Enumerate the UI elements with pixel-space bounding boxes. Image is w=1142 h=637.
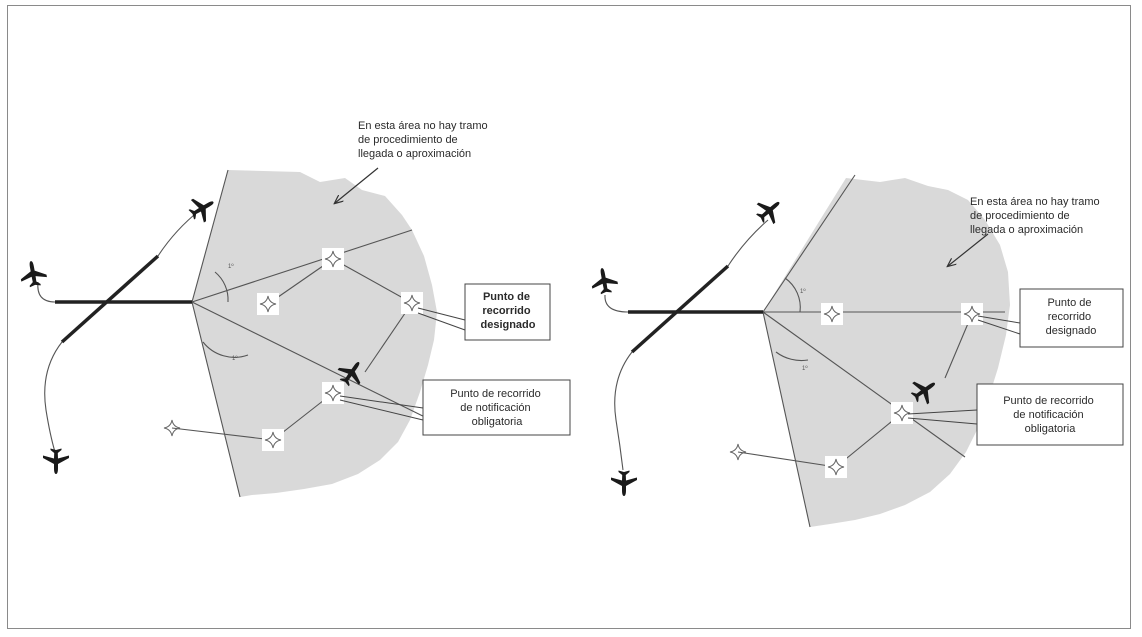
right-diagram: 1º 1º En esta área no hay tramo de proce… xyxy=(589,174,1124,528)
waypoint-icon xyxy=(322,382,344,404)
left-compulsory-label: Punto de recorrido de notificación oblig… xyxy=(450,388,544,428)
arrow-icon xyxy=(948,233,989,266)
waypoint-icon xyxy=(257,293,279,315)
arrow-icon xyxy=(335,167,379,203)
right-angle-mark-2: 1º xyxy=(802,365,808,372)
aircraft-icon xyxy=(43,448,69,474)
right-designated-callout xyxy=(1019,288,1124,348)
right-compulsory-label: Punto de recorrido de notificación oblig… xyxy=(1003,395,1097,435)
right-area-note: En esta área no hay tramo de procedimien… xyxy=(970,196,1103,236)
aircraft-icon xyxy=(751,192,788,229)
left-route-lines xyxy=(37,169,446,498)
aircraft-icon xyxy=(589,265,620,296)
waypoint-icon xyxy=(825,456,847,478)
right-compulsory-callout xyxy=(976,383,1124,446)
waypoint-icon xyxy=(961,303,983,325)
left-designated-label: Punto de recorrido designado xyxy=(480,291,535,331)
left-angle-mark-1: 1º xyxy=(228,263,234,270)
waypoint-icon xyxy=(821,303,843,325)
left-shaded-area xyxy=(192,170,437,497)
right-angle-mark-1: 1º xyxy=(800,288,806,295)
waypoint-icon xyxy=(322,248,344,270)
right-designated-label: Punto de recorrido designado xyxy=(1046,297,1097,337)
aircraft-icon xyxy=(611,470,637,496)
left-designated-callout xyxy=(464,283,551,341)
left-area-note: En esta área no hay tramo de procedimien… xyxy=(358,120,491,160)
waypoint-icon xyxy=(262,429,284,451)
left-diagram: 1º 1º En esta área no hay tramo de proce… xyxy=(18,120,571,498)
left-compulsory-callout xyxy=(422,379,571,436)
aircraft-icon xyxy=(18,258,49,289)
waypoint-icon xyxy=(891,402,913,424)
left-angle-mark-2: 1º xyxy=(232,355,238,362)
waypoint-icon xyxy=(401,292,423,314)
